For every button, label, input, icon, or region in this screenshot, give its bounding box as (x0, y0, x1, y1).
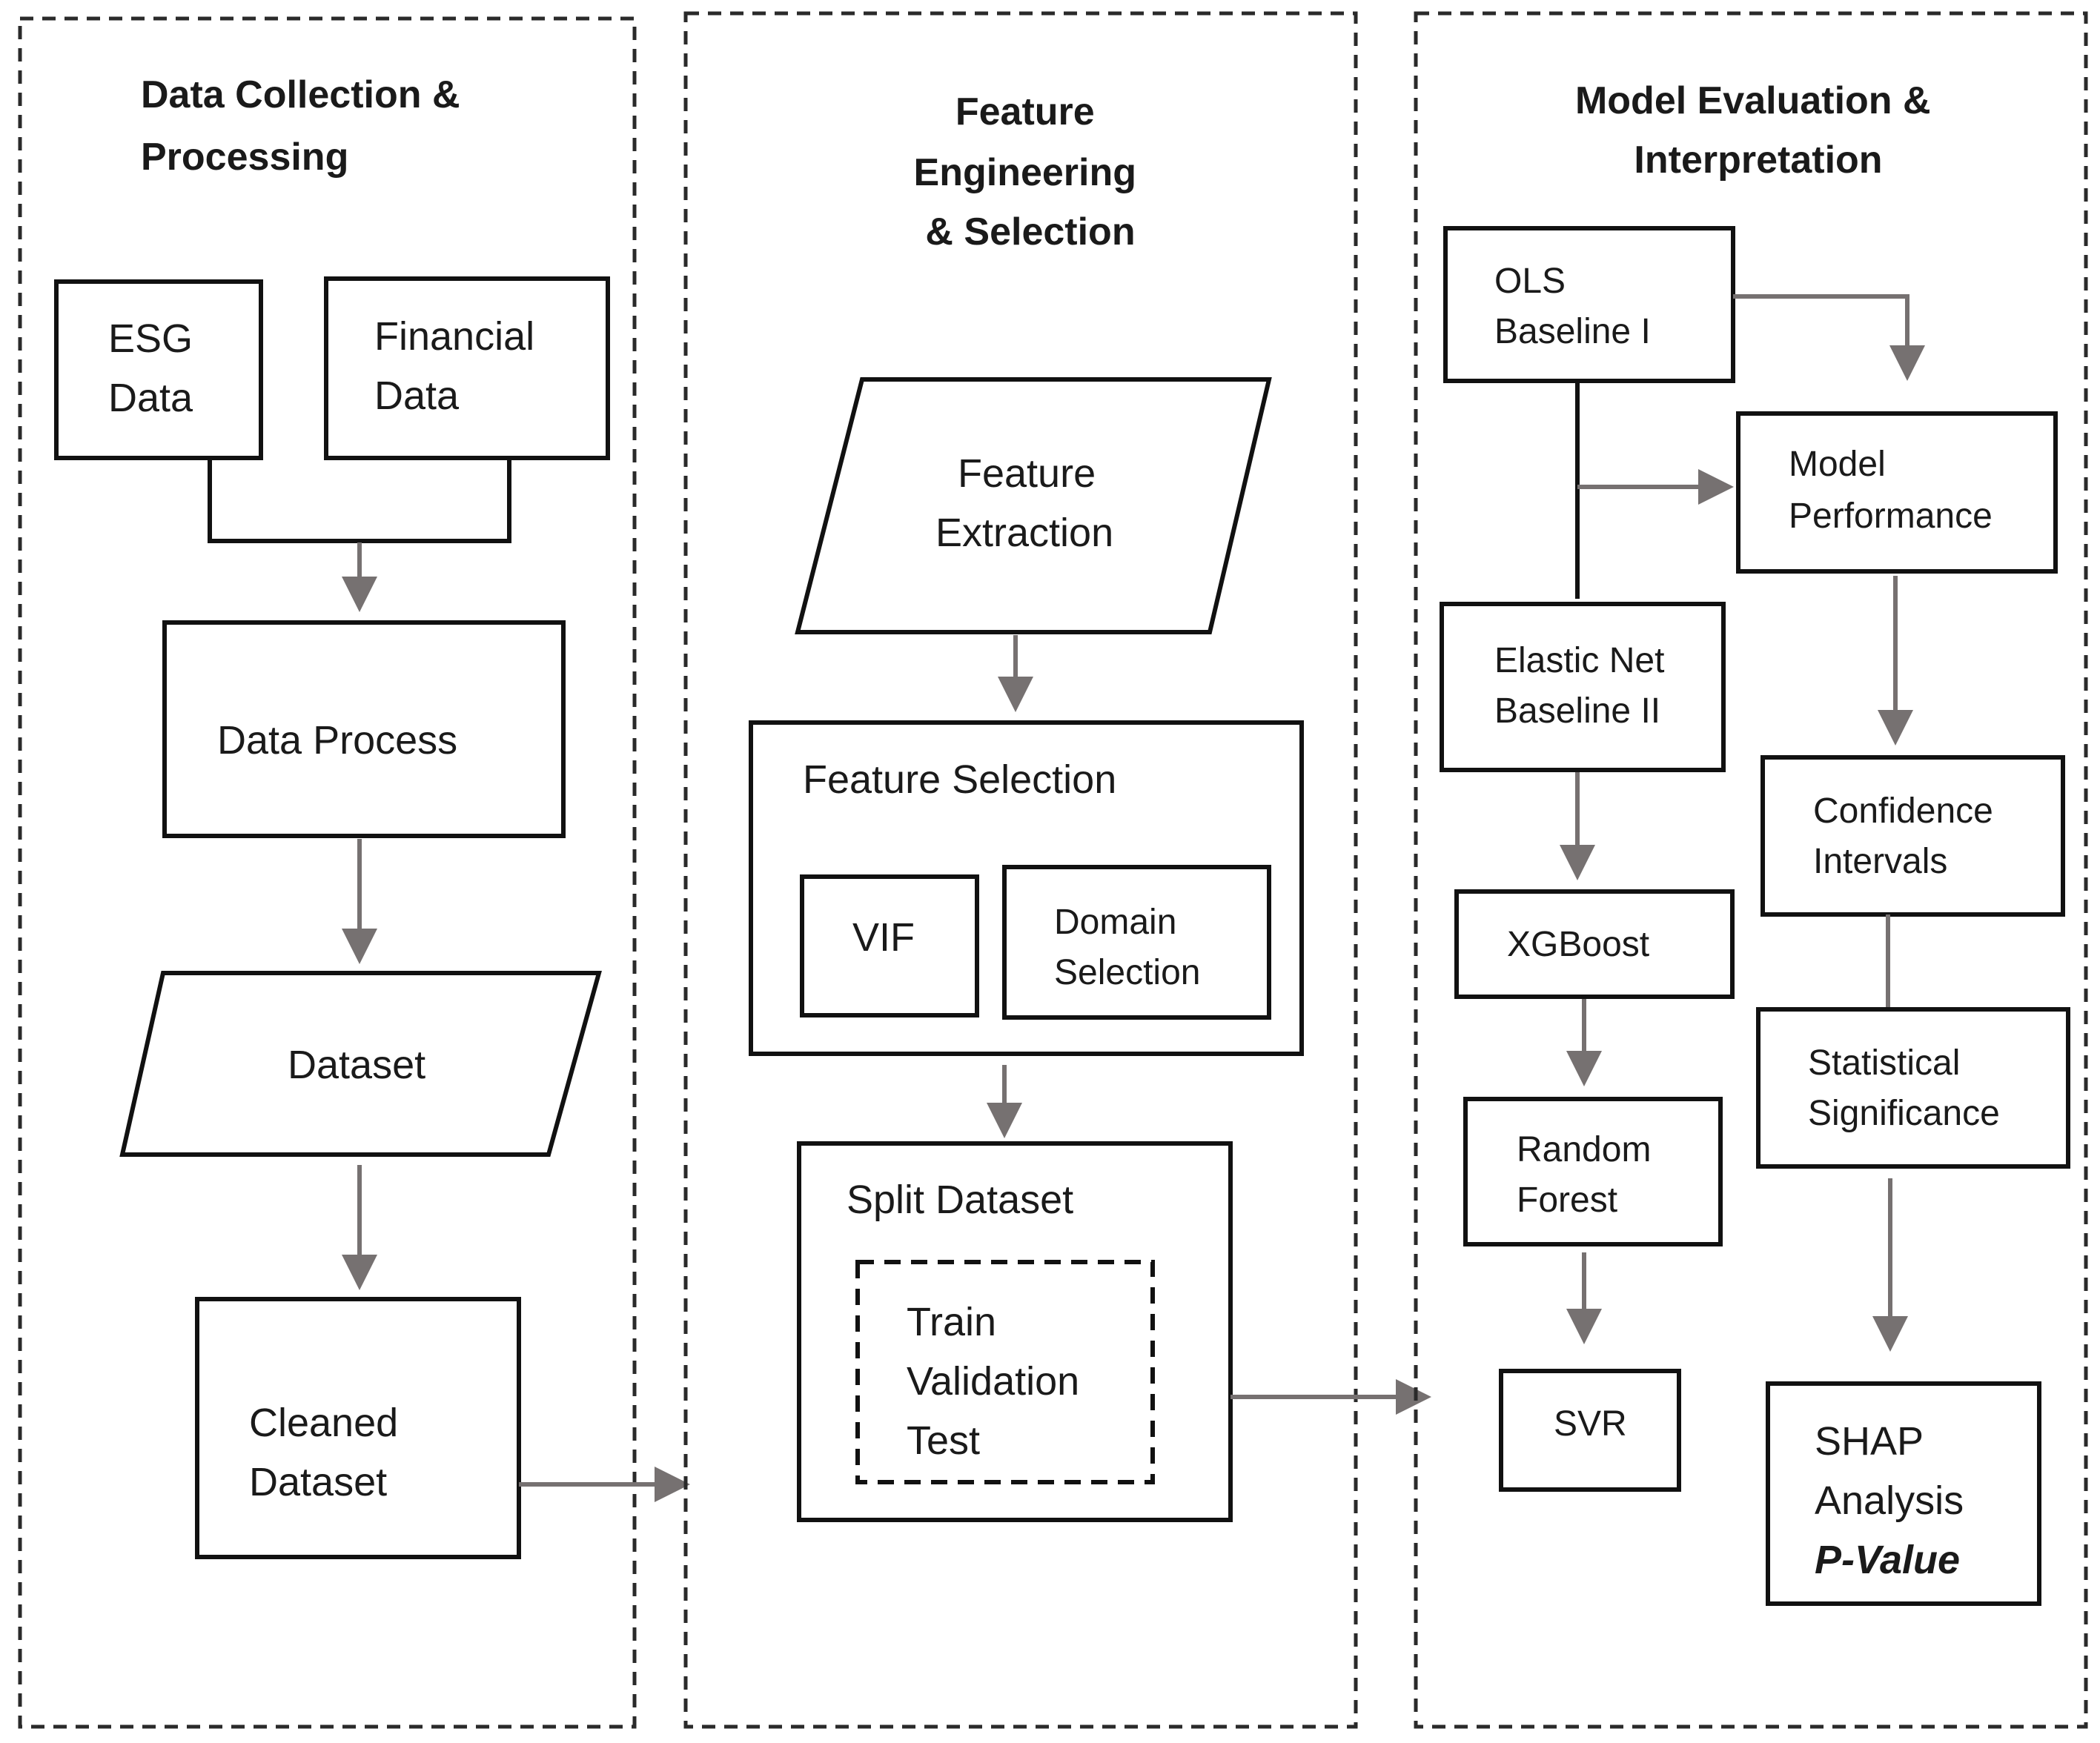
svg-text:Model Performance: Model Performance (1789, 445, 1993, 536)
svg-text:Random Forest: Random Forest (1517, 1130, 1661, 1220)
node-train-validation-test: Train Validation Test (855, 1260, 1155, 1484)
node-esg-data: ESG Data (54, 279, 263, 460)
panel-border (18, 16, 637, 1729)
svg-text:Split Dataset: Split Dataset (847, 1178, 1073, 1222)
node-confidence-intervals: Confidence Intervals (1761, 755, 2065, 917)
panel-border (683, 11, 1358, 1729)
svg-text:Elastic Net Baseline I: Elastic Net Baseline II (1494, 641, 1675, 731)
panel-data-collection: Data Collection & Processing ESG Data Fi… (18, 16, 637, 1729)
p-value-label: P-Value (1815, 1538, 1960, 1582)
node-model-performance: Model Performance (1736, 411, 2058, 574)
panel-model-evaluation: Model Evaluation & Interpretation OLS Ba… (1414, 11, 2088, 1729)
panel-feature-engineering: Feature Engineering & Selection Feature … (683, 11, 1358, 1729)
node-statistical-significance: Statistical Significance (1756, 1007, 2070, 1169)
node-ols-baseline: OLS Baseline I (1443, 226, 1735, 383)
svg-text:SVR: SVR (1554, 1404, 1627, 1444)
svg-text:Feature Selection: Feature Selection (803, 757, 1116, 802)
node-shap-analysis: SHAP Analysis P-Value (1766, 1381, 2041, 1606)
svg-text:Statistical Significan: Statistical Significance (1808, 1043, 2000, 1133)
panel-title: Feature Engineering & Selection (914, 90, 1147, 253)
svg-text:Train Validation: Train Validation Test (907, 1300, 1090, 1463)
node-financial-data: Financial Data (324, 276, 610, 460)
arrow-ols-to-performance (1733, 294, 1925, 381)
node-vif: VIF (800, 874, 979, 1017)
svg-text:OLS Baseline I: OLS Baseline I (1494, 262, 1651, 351)
svg-text:Data Process: Data Process (217, 718, 457, 763)
node-xgboost: XGBoost (1454, 889, 1735, 999)
node-dataset: Dataset (119, 971, 602, 1157)
node-domain-selection: Domain Selection (1002, 865, 1271, 1020)
svg-text:Confidence Intervals: Confidence Intervals (1813, 791, 2003, 881)
node-data-process: Data Process (162, 620, 566, 838)
svg-text:VIF: VIF (852, 915, 915, 960)
node-feature-selection: Feature Selection VIF Domain Selection (749, 720, 1304, 1056)
svg-text:ESG Data: ESG Data (108, 316, 204, 420)
svg-text:Feature Extraction: Feature Extraction (935, 451, 1113, 555)
node-split-dataset: Split Dataset Train Validation Test (797, 1141, 1233, 1522)
node-elastic-net-baseline: Elastic Net Baseline II (1440, 602, 1726, 772)
panel-border (1414, 11, 2088, 1729)
node-svr: SVR (1499, 1369, 1681, 1492)
node-feature-extraction: Feature Extraction (795, 377, 1272, 634)
svg-text:Cleaned Dataset: Cleaned Dataset (249, 1401, 409, 1504)
panel-title: Data Collection & Processing (141, 73, 471, 179)
node-cleaned-dataset: Cleaned Dataset (195, 1297, 521, 1559)
node-random-forest: Random Forest (1463, 1097, 1723, 1246)
svg-text:XGBoost: XGBoost (1507, 925, 1649, 964)
svg-text:SHAP Analysis: SHAP Analysis (1815, 1419, 1964, 1523)
svg-text:Dataset: Dataset (288, 1043, 425, 1087)
panel-title: Model Evaluation & Interpretation (1575, 79, 1941, 182)
svg-text:Domain Selection: Domain Selection (1054, 903, 1200, 992)
merge-connector (208, 458, 511, 543)
svg-text:Financial Data: Financial Data (374, 314, 546, 418)
